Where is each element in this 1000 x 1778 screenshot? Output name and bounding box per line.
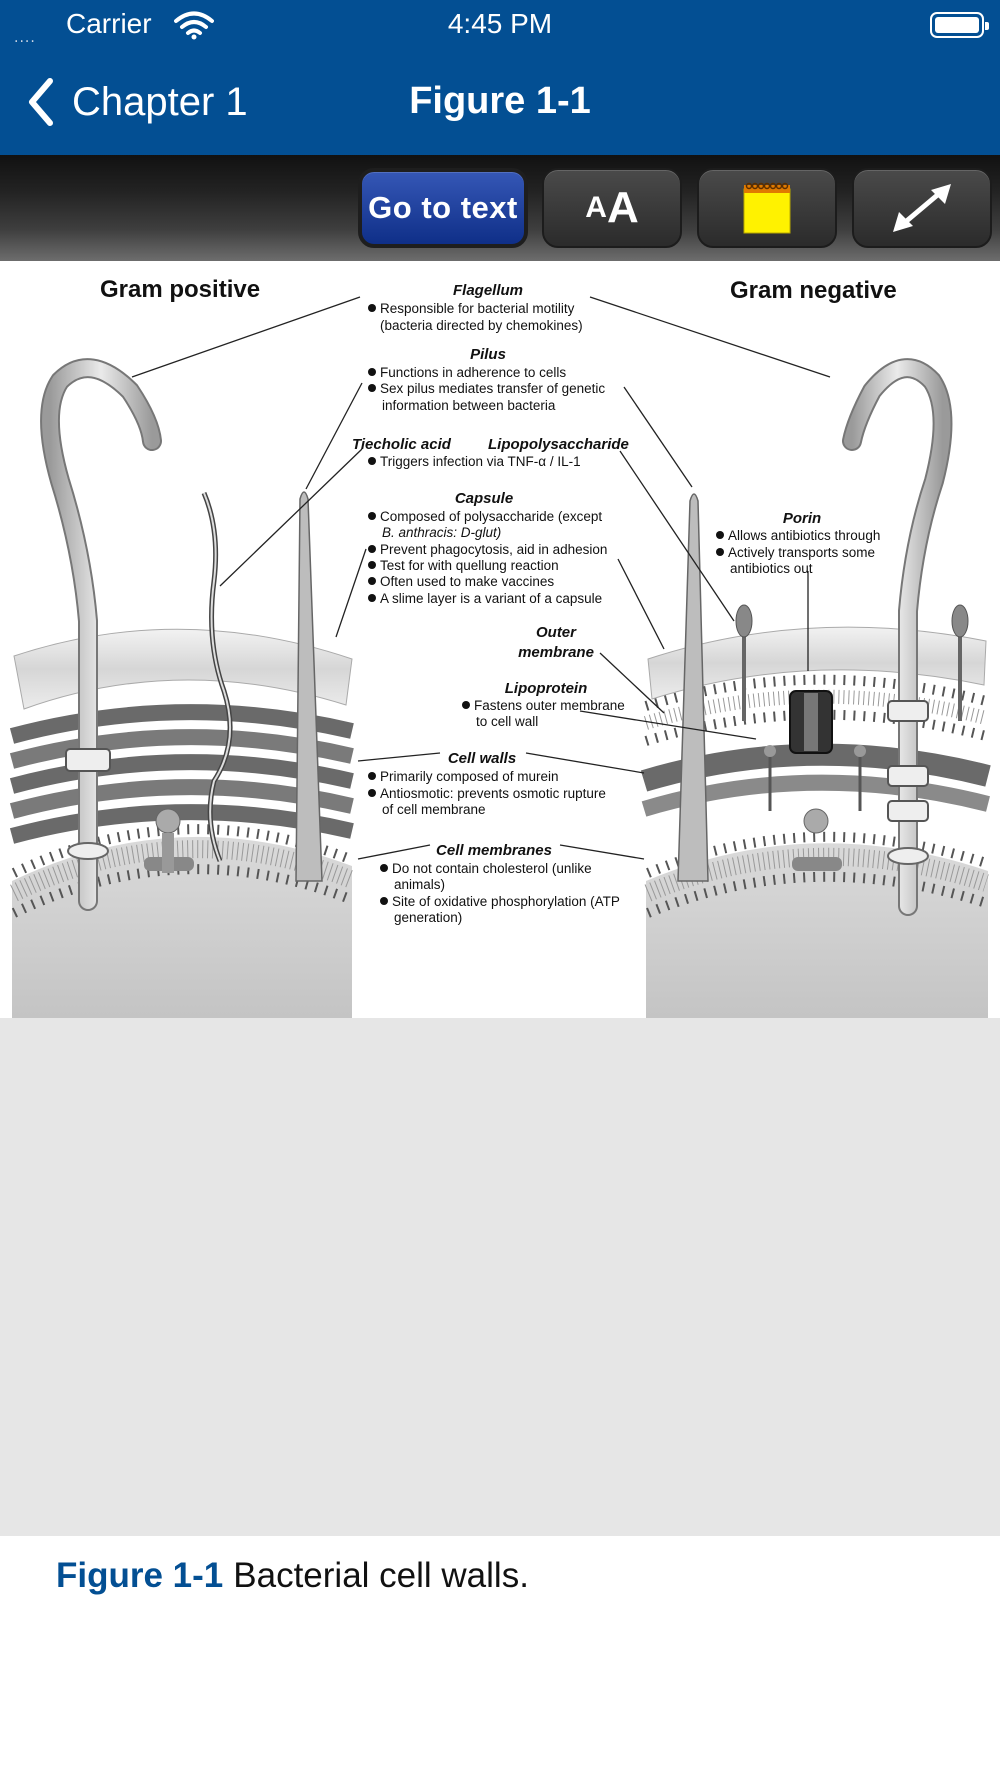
sticky-note-icon bbox=[743, 182, 791, 234]
pilus-line-3: information between bacteria bbox=[382, 398, 556, 413]
add-note-button[interactable] bbox=[697, 168, 837, 248]
capsule-line-5: Often used to make vaccines bbox=[380, 574, 554, 589]
capsule-line-6: A slime layer is a variant of a capsule bbox=[380, 591, 602, 606]
status-time: 4:45 PM bbox=[447, 8, 553, 39]
go-to-text-button[interactable]: Go to text bbox=[358, 168, 528, 248]
capsule-line-2: B. anthracis: D-glut) bbox=[382, 525, 501, 540]
pilus-line-1: Functions in adherence to cells bbox=[380, 365, 566, 380]
lipoprotein-title: Lipoprotein bbox=[505, 680, 588, 697]
cell-walls-line-2: Antiosmotic: prevents osmotic rupture bbox=[380, 786, 606, 801]
outer-membrane-label-1: Outer bbox=[536, 624, 577, 641]
teichoic-acid-title: Tiecholic acid bbox=[352, 436, 452, 453]
cell-walls-line-1: Primarily composed of murein bbox=[380, 769, 559, 784]
lipoprotein-line-1: Fastens outer membrane bbox=[474, 698, 625, 713]
go-to-text-label: Go to text bbox=[368, 190, 518, 225]
cell-walls-line-3: of cell membrane bbox=[382, 802, 486, 817]
gram-negative-title: Gram negative bbox=[730, 277, 897, 304]
flagellum-line-1: Responsible for bacterial motility bbox=[380, 301, 575, 316]
caption-figure-label: Figure 1-1 bbox=[56, 1556, 224, 1595]
capsule-title: Capsule bbox=[455, 490, 513, 507]
leader-lines bbox=[131, 296, 831, 860]
signal-strength: .... bbox=[14, 30, 36, 46]
porin-title: Porin bbox=[783, 510, 821, 527]
capsule-line-3: Prevent phagocytosis, aid in adhesion bbox=[380, 542, 607, 557]
cell-membranes-title: Cell membranes bbox=[436, 842, 552, 859]
top-bar: .... Carrier 4:45 PM Chapter 1 Figure 1-… bbox=[0, 0, 1000, 155]
cell-walls-title: Cell walls bbox=[448, 750, 516, 767]
gram-negative-diagram bbox=[640, 358, 991, 1018]
capsule-line-1: Composed of polysaccharide (except bbox=[380, 509, 602, 524]
page-title: Figure 1-1 bbox=[409, 80, 591, 122]
back-button-label: Chapter 1 bbox=[72, 79, 248, 124]
bullet-points bbox=[368, 304, 724, 905]
cell-membranes-line-2: animals) bbox=[394, 877, 445, 892]
wifi-icon bbox=[174, 10, 214, 45]
expand-arrows-icon bbox=[893, 184, 951, 232]
cell-membranes-line-4: generation) bbox=[394, 910, 462, 925]
lps-title: Lipopolysaccharide bbox=[488, 436, 629, 453]
pilus-title: Pilus bbox=[470, 346, 506, 363]
gram-positive-diagram bbox=[9, 358, 354, 1018]
caption-text: Bacterial cell walls. bbox=[233, 1556, 529, 1595]
font-size-small-glyph: A bbox=[585, 191, 607, 224]
gram-positive-title: Gram positive bbox=[100, 276, 260, 303]
flagellum-title: Flagellum bbox=[453, 282, 523, 299]
porin-line-3: antibiotics out bbox=[730, 561, 813, 576]
capsule-line-4: Test for with quellung reaction bbox=[380, 558, 559, 573]
expand-figure-button[interactable] bbox=[852, 168, 992, 248]
pilus-line-2: Sex pilus mediates transfer of genetic bbox=[380, 381, 605, 396]
font-size-large-glyph: A bbox=[606, 183, 639, 232]
battery-icon bbox=[930, 12, 989, 38]
lipoprotein-line-2: to cell wall bbox=[476, 714, 538, 729]
porin-line-2: Actively transports some bbox=[728, 545, 875, 560]
status-bar: .... Carrier 4:45 PM bbox=[0, 0, 1000, 48]
chevron-left-icon bbox=[29, 78, 53, 126]
porin-line-1: Allows antibiotics through bbox=[728, 528, 880, 543]
cell-membranes-line-1: Do not contain cholesterol (unlike bbox=[392, 861, 592, 876]
cell-membranes-line-3: Site of oxidative phosphorylation (ATP bbox=[392, 894, 620, 909]
carrier-label: Carrier bbox=[66, 8, 152, 39]
back-button[interactable]: Chapter 1 bbox=[26, 74, 248, 130]
flagellum-line-2: (bacteria directed by chemokines) bbox=[380, 318, 583, 333]
figure-image[interactable]: Gram positive Gram negative Flagellum Re… bbox=[0, 261, 1000, 1018]
outer-membrane-label-2: membrane bbox=[518, 644, 594, 661]
teichoic-acid-line: Triggers infection via TNF-α / IL-1 bbox=[380, 454, 581, 469]
